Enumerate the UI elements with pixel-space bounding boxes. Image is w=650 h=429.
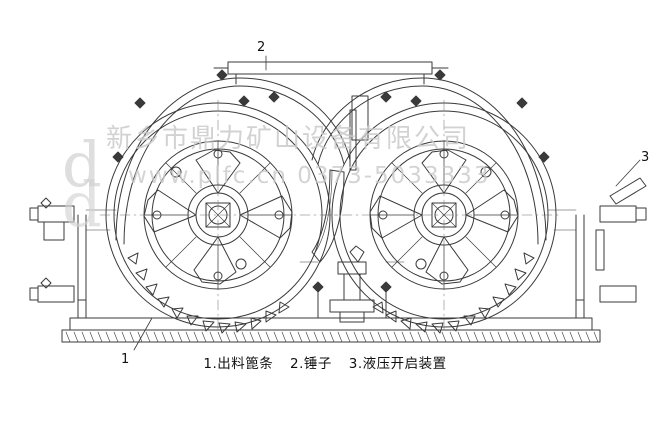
- upper-casing: [112, 61, 550, 245]
- housing-outline: [61, 214, 601, 343]
- caption-item-1: 1.出料篦条: [203, 356, 274, 372]
- hydraulic-opening-device: [29, 177, 647, 303]
- left-rotor-assembly: [105, 102, 331, 334]
- caption-item-2: 2.锤子: [290, 356, 332, 372]
- callout-label-1: 1: [121, 352, 130, 367]
- center-feed-divider: [299, 95, 405, 323]
- right-rotor-assembly: [331, 102, 557, 334]
- callout-label-3: 3: [641, 150, 650, 165]
- callout-label-2: 2: [257, 40, 266, 55]
- callout-leader-lines: [133, 55, 641, 351]
- figure-caption: 1.出料篦条 2.锤子 3.液压开启装置: [0, 352, 650, 372]
- center-lines: [99, 99, 563, 331]
- caption-item-3: 3.液压开启装置: [348, 356, 447, 372]
